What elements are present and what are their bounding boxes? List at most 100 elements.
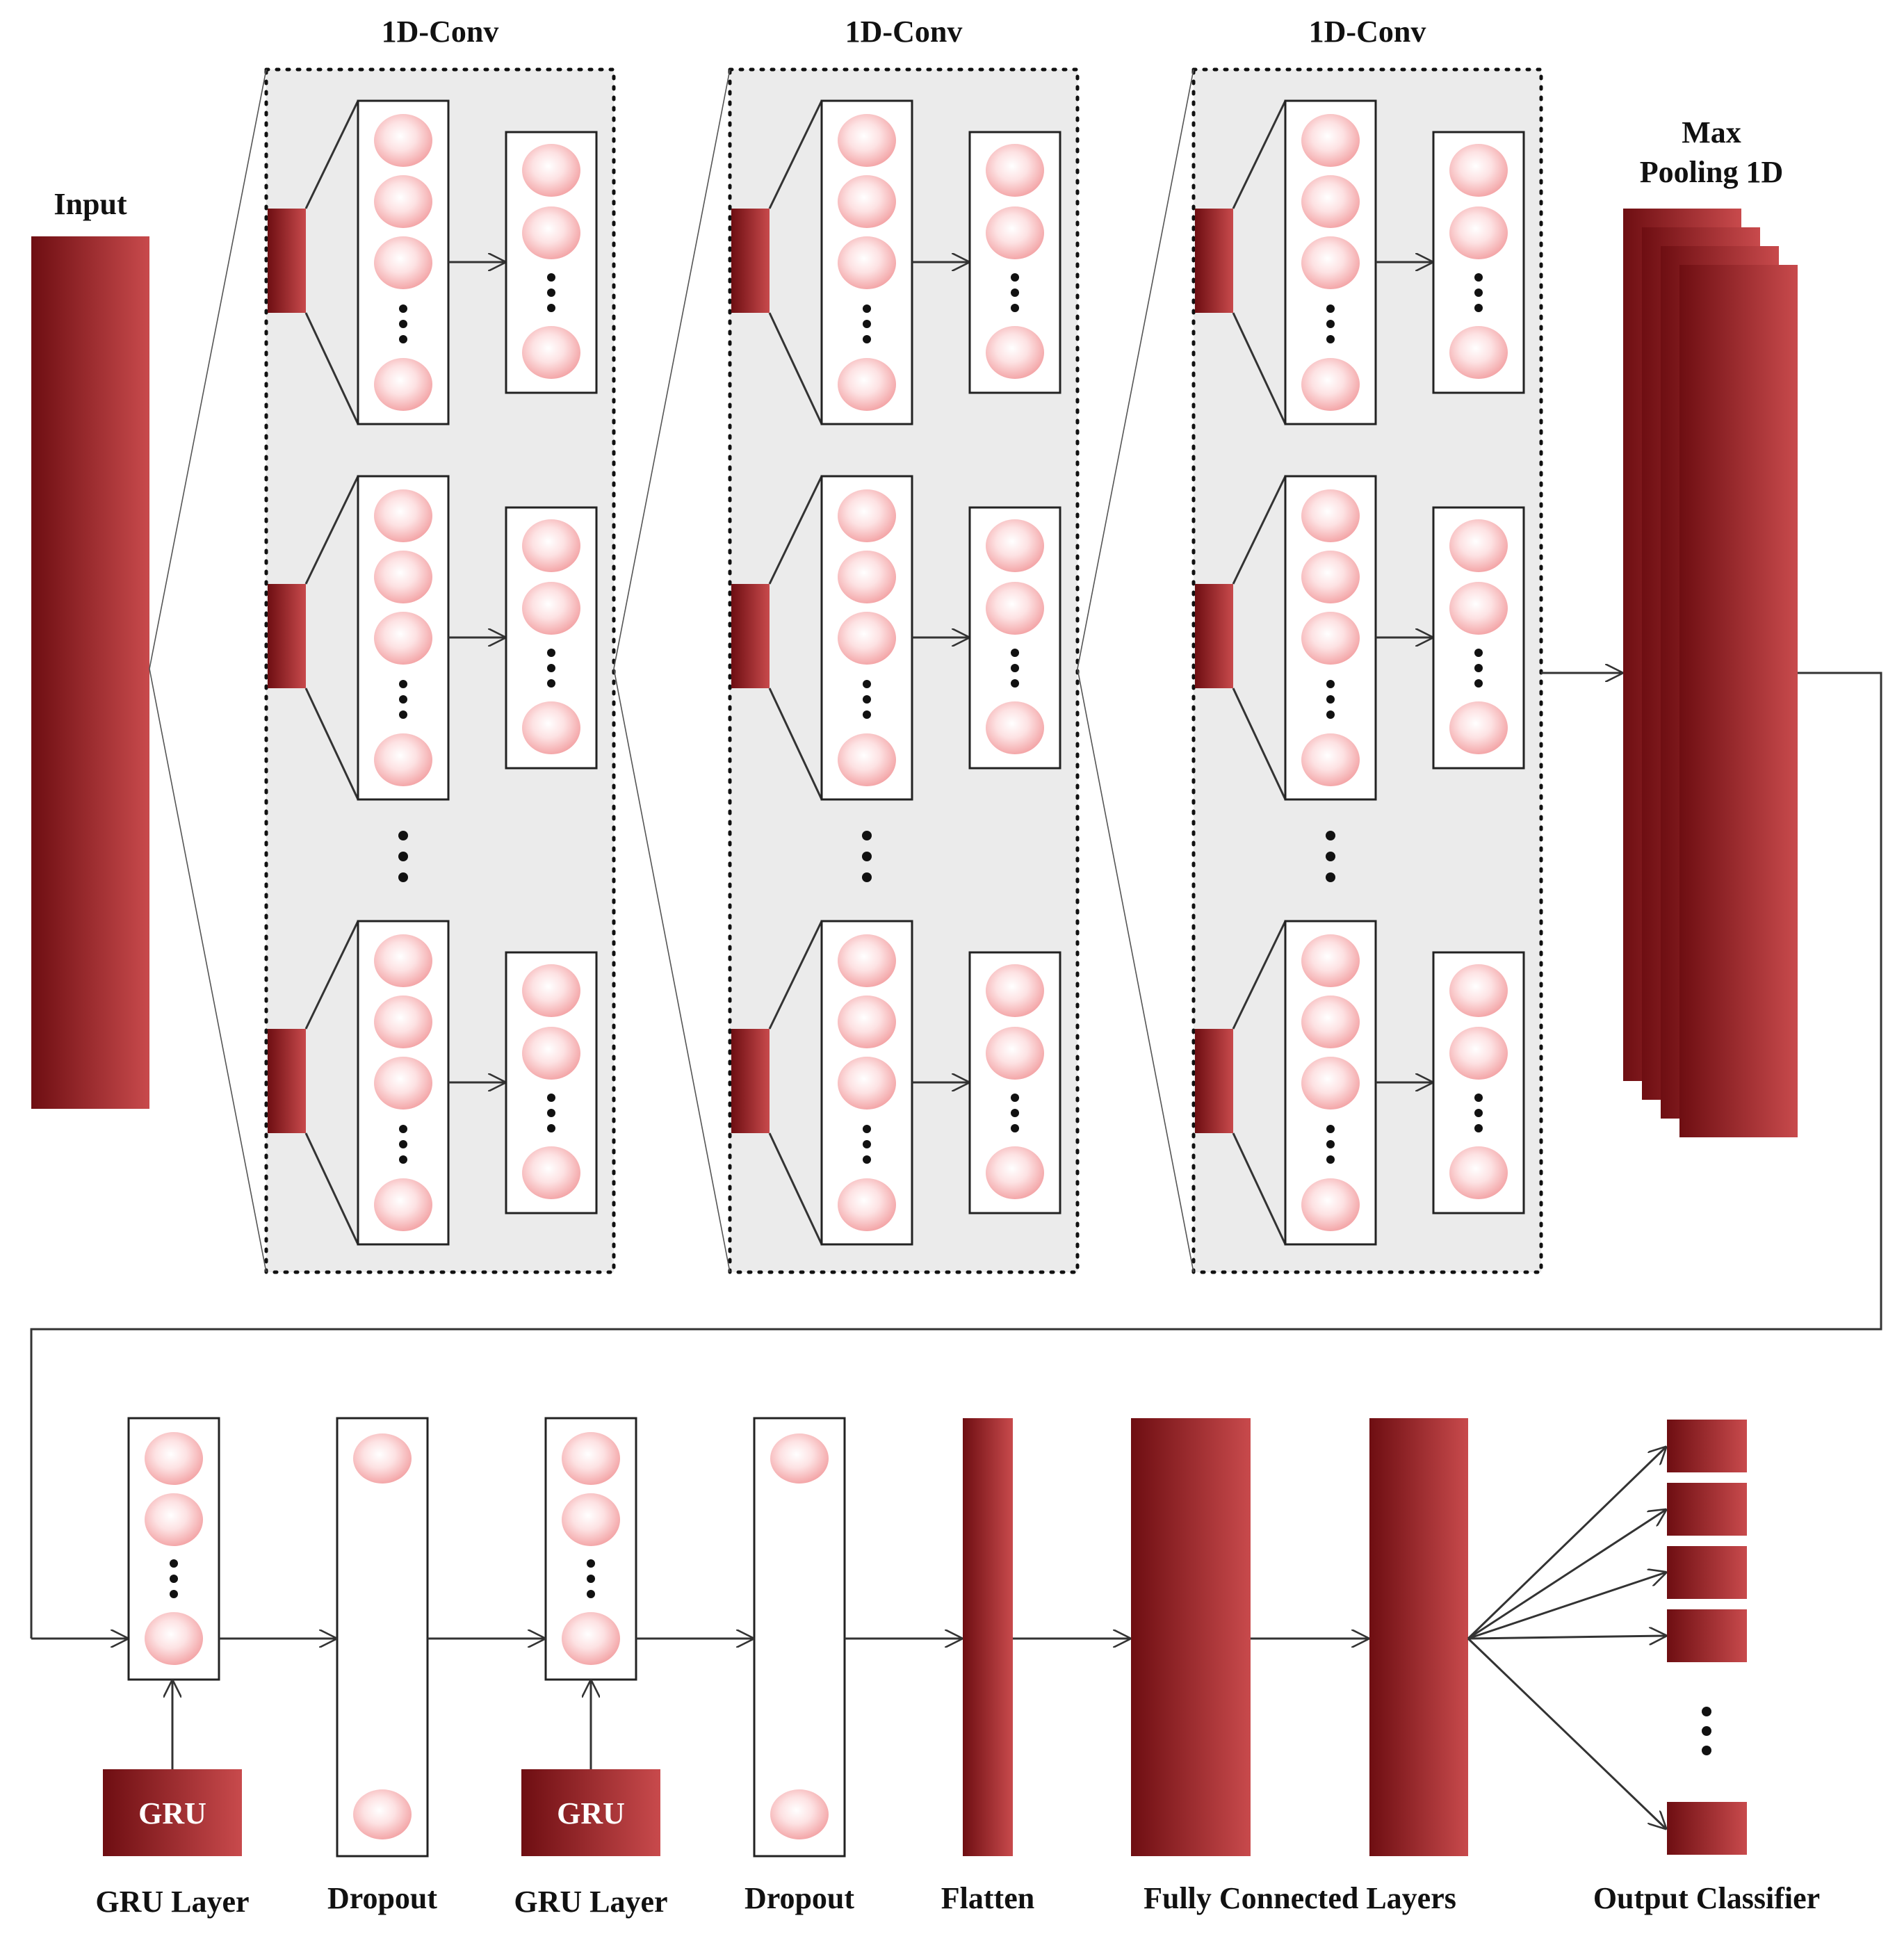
ellipsis-dot (1474, 1094, 1483, 1102)
neuron (986, 519, 1044, 572)
gru-box-2-text: GRU (557, 1796, 625, 1830)
maxpool-block-4 (1679, 265, 1798, 1137)
fully-connected-block-1 (1131, 1418, 1251, 1856)
output-class-4 (1667, 1609, 1747, 1662)
neuron (522, 519, 580, 572)
ellipsis-dot (1474, 679, 1483, 688)
neuron (562, 1612, 620, 1665)
neuron (374, 236, 432, 289)
input-block (31, 236, 149, 1109)
conv-group-3-3 (1195, 920, 1525, 1246)
neuron (1301, 551, 1360, 603)
fan-line-top (304, 100, 359, 209)
output-fanout-arrows (1467, 1447, 1666, 1828)
neuron (1301, 733, 1360, 786)
conv-kernel (731, 209, 770, 313)
ellipsis-dot (399, 335, 407, 343)
ellipsis-dot (399, 320, 407, 328)
fan-line-top (1232, 100, 1287, 209)
ellipsis-dot (1326, 304, 1335, 313)
ellipsis-dot (1326, 852, 1335, 861)
ellipsis-dot (399, 1140, 407, 1148)
fan-line-bottom (1232, 688, 1287, 800)
neuron (1449, 519, 1508, 572)
dropout-1-neurons (353, 1433, 412, 1839)
neuron (838, 114, 896, 167)
ellipsis-dot (398, 831, 408, 840)
neuron (374, 175, 432, 228)
ellipsis-dot (547, 664, 555, 672)
conv-group-2-2 (731, 475, 1061, 801)
ellipsis-dot (1326, 1155, 1335, 1164)
ellipsis-dot (547, 679, 555, 688)
conv-kernel (1195, 584, 1233, 688)
neuron (1449, 326, 1508, 379)
ellipsis-dot (863, 710, 871, 719)
connector-maxpool-to-gru (30, 672, 1882, 1639)
conv-kernel (1195, 1029, 1233, 1133)
expansion-lines (149, 69, 1194, 1273)
neuron (374, 996, 432, 1048)
fan-line-bottom (304, 1132, 359, 1245)
gru-box-1 (103, 1769, 242, 1856)
output-classifier-blocks (1667, 1420, 1747, 1855)
gru-layer-2-neurons (562, 1432, 620, 1665)
neuron (838, 612, 896, 665)
ellipsis-dot (863, 320, 871, 328)
conv-group-3-1 (1195, 99, 1525, 425)
neuron (838, 733, 896, 786)
ellipsis-dot (1011, 273, 1019, 282)
neuron (145, 1493, 203, 1546)
neuron (1301, 612, 1360, 665)
neuron (838, 934, 896, 987)
maxpool-label-line2: Pooling 1D (1640, 155, 1784, 189)
neuron (986, 326, 1044, 379)
conv-kernel (268, 584, 306, 688)
ellipsis-dot (863, 1140, 871, 1148)
output-ellipsis-dot-1 (1702, 1707, 1711, 1716)
neuron (986, 1027, 1044, 1080)
fan-line-top (768, 920, 823, 1030)
conv-title-3: 1D-Conv (1309, 15, 1426, 49)
dropout-1-label: Dropout (327, 1881, 437, 1915)
neuron (838, 551, 896, 603)
gru-box-1-text: GRU (138, 1796, 206, 1830)
neuron (522, 701, 580, 754)
conv-group-2-3 (731, 920, 1061, 1246)
neuron (353, 1789, 412, 1839)
output-ellipsis-dot-2 (1702, 1726, 1711, 1736)
dropout-2-column (753, 1417, 846, 1858)
ellipsis-dot (547, 304, 555, 312)
ellipsis-dot (399, 710, 407, 719)
ellipsis-dot (547, 649, 555, 657)
neuron (838, 489, 896, 542)
ellipsis-dot (1011, 1094, 1019, 1102)
conv-group-1-2 (268, 475, 598, 801)
ellipsis-dot (547, 273, 555, 282)
ellipsis-dot (399, 695, 407, 704)
maxpool-label-line1: Max (1682, 115, 1741, 149)
ellipsis-dot (399, 1125, 407, 1133)
ellipsis-dot (863, 1155, 871, 1164)
ellipsis-dot (587, 1575, 595, 1583)
ellipsis-dot (862, 852, 872, 861)
neuron (1301, 1178, 1360, 1231)
output-class-3 (1667, 1546, 1747, 1599)
neuron (838, 175, 896, 228)
fan-line-bottom (304, 688, 359, 800)
gru-layer-1-neurons (145, 1432, 203, 1665)
neuron (522, 582, 580, 635)
conv-group-1-1 (268, 99, 598, 425)
ellipsis-dot (1474, 1109, 1483, 1117)
ellipsis-dot (399, 304, 407, 313)
neuron (374, 1057, 432, 1110)
neuron (1301, 1057, 1360, 1110)
conv-group-1-3 (268, 920, 598, 1246)
output-class-1 (1667, 1420, 1747, 1472)
neuron (1301, 236, 1360, 289)
neuron (770, 1433, 829, 1484)
neuron (522, 1146, 580, 1199)
neuron (838, 236, 896, 289)
ellipsis-dot (1326, 335, 1335, 343)
ellipsis-dot (1474, 649, 1483, 657)
